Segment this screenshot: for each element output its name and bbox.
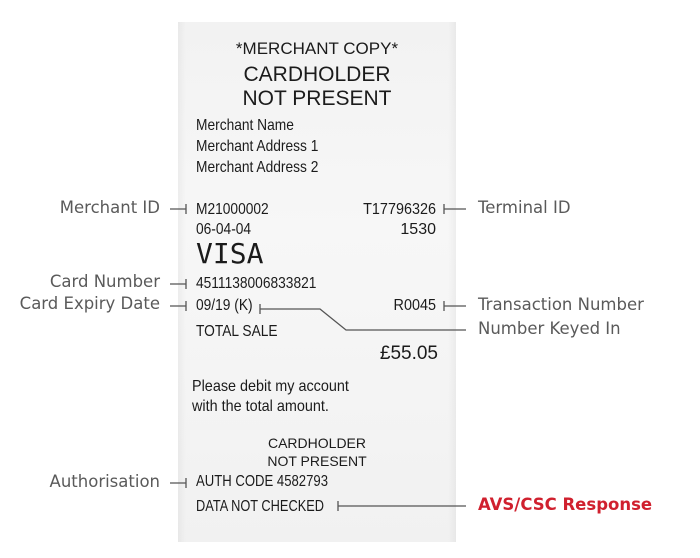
- label-merchant-id: Merchant ID: [59, 198, 160, 217]
- label-number-keyed-in: Number Keyed In: [478, 319, 621, 338]
- footer-title-line2: NOT PRESENT: [267, 453, 367, 469]
- avs-status-value: DATA NOT CHECKED: [196, 498, 325, 515]
- sale-type: TOTAL SALE: [196, 323, 278, 340]
- label-card-number: Card Number: [49, 272, 160, 291]
- merchant-id-value: M21000002: [196, 201, 269, 218]
- transaction-time: 1530: [400, 221, 436, 238]
- sale-amount: £55.05: [379, 343, 438, 364]
- label-transaction-number: Transaction Number: [478, 295, 644, 314]
- debit-line-2: with the total amount.: [192, 398, 329, 415]
- card-scheme: VISA: [196, 237, 264, 270]
- label-card-expiry: Card Expiry Date: [19, 294, 160, 313]
- label-authorisation: Authorisation: [49, 472, 160, 491]
- label-avs-csc-response: AVS/CSC Response: [478, 495, 653, 514]
- label-terminal-id: Terminal ID: [478, 198, 571, 217]
- receipt-title-line1: CARDHOLDER: [243, 63, 391, 86]
- receipt-copy-header: *MERCHANT COPY*: [235, 39, 399, 58]
- merchant-name: Merchant Name: [196, 117, 294, 134]
- transaction-number-value: R0045: [393, 297, 436, 314]
- auth-code-value: AUTH CODE 4582793: [196, 473, 328, 490]
- terminal-id-value: T17796326: [363, 201, 436, 218]
- debit-line-1: Please debit my account: [192, 378, 349, 395]
- footer-title-line1: CARDHOLDER: [267, 435, 366, 451]
- merchant-address-2: Merchant Address 2: [196, 159, 319, 176]
- receipt-title-line2: NOT PRESENT: [242, 87, 392, 110]
- transaction-date: 06-04-04: [196, 221, 252, 238]
- card-number-value: 4511138006833821: [196, 275, 317, 292]
- merchant-address-1: Merchant Address 1: [196, 138, 319, 155]
- card-expiry-value: 09/19 (K): [196, 297, 253, 314]
